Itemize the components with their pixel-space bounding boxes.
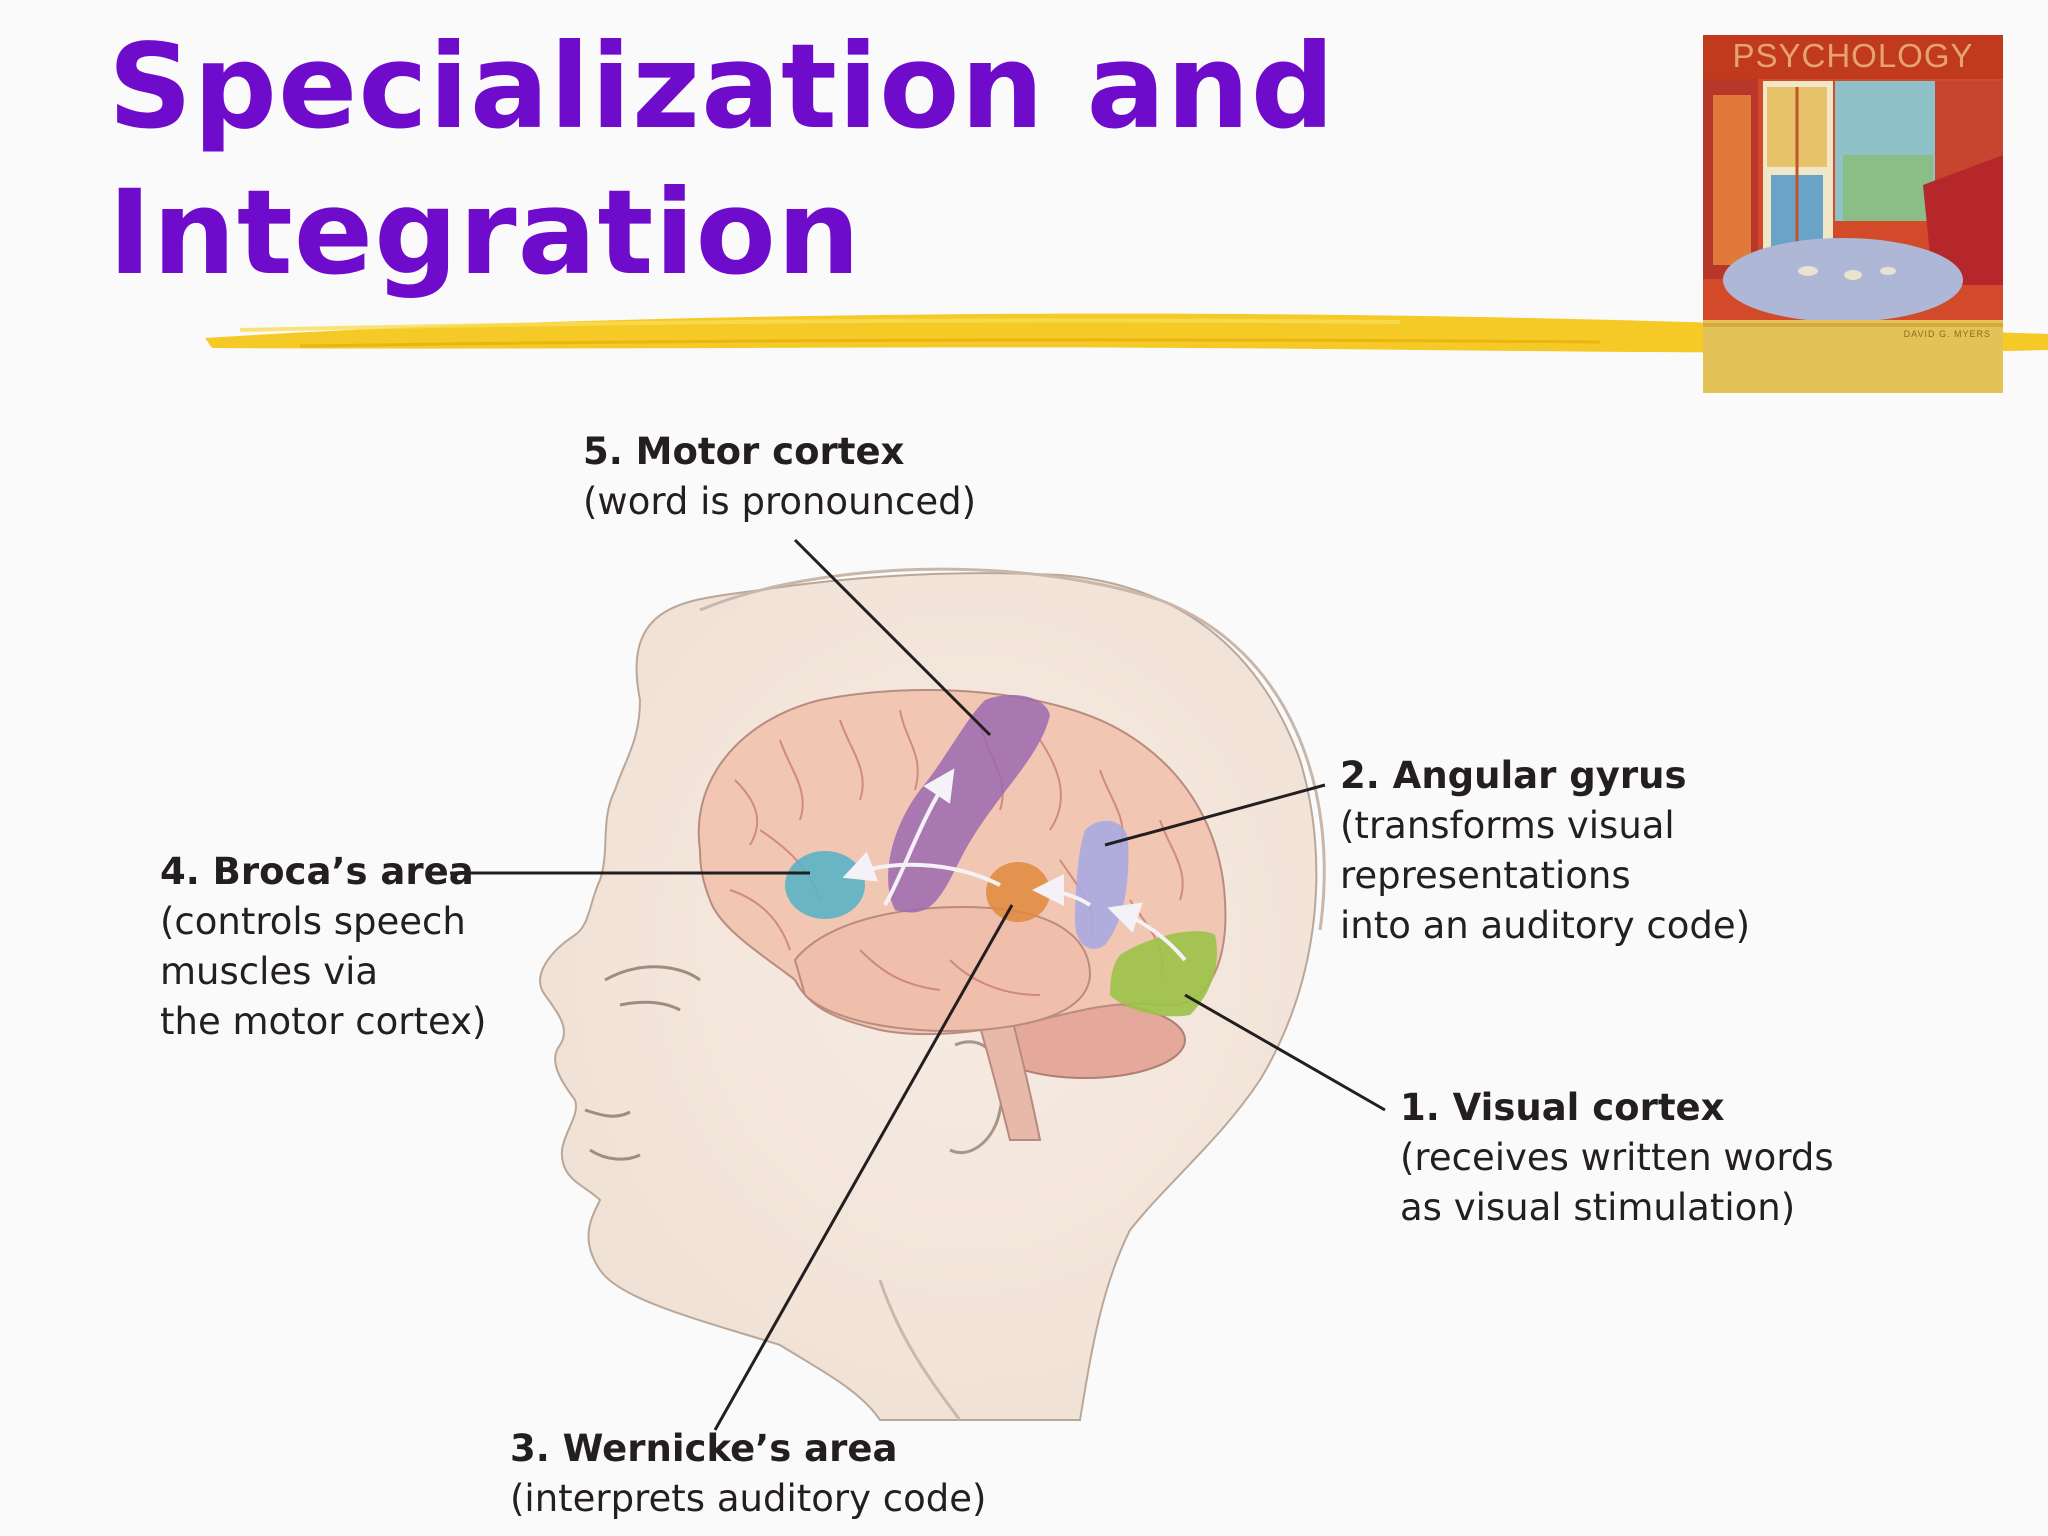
slide-title-line-1: Specialization and: [108, 18, 1336, 155]
arrow-visual-to-angular: [1107, 902, 1187, 962]
highlighter-stroke: [205, 313, 2048, 353]
label-wernicke-area-desc: (interprets auditory code): [510, 1477, 987, 1520]
label-visual-cortex-desc-2: as visual stimulation): [1400, 1186, 1796, 1229]
label-wernicke-area: 3. Wernicke’s area (interprets auditory …: [510, 1424, 986, 1524]
label-angular-gyrus-desc-1: (transforms visual: [1340, 804, 1675, 847]
brain-stem: [973, 1009, 1042, 1141]
label-visual-cortex-desc-1: (receives written words: [1400, 1136, 1834, 1179]
arrow-angular-to-wernicke: [1032, 874, 1092, 907]
leader-visual: [1184, 993, 1386, 1112]
label-broca-area-desc-3: the motor cortex): [160, 1000, 487, 1043]
label-wernicke-area-heading: 3. Wernicke’s area: [510, 1427, 898, 1470]
leader-wernicke: [713, 904, 1014, 1431]
label-motor-cortex: 5. Motor cortex (word is pronounced): [583, 427, 976, 527]
label-broca-area: 4. Broca’s area (controls speech muscles…: [160, 847, 486, 1047]
label-broca-area-desc-2: muscles via: [160, 950, 379, 993]
label-angular-gyrus-desc-2: representations: [1340, 854, 1631, 897]
label-broca-area-heading: 4. Broca’s area: [160, 850, 474, 893]
book-cover-author: DAVID G. MYERS: [1903, 329, 1991, 339]
label-angular-gyrus-desc-3: into an auditory code): [1340, 904, 1751, 947]
ear: [949, 1040, 1005, 1155]
label-motor-cortex-heading: 5. Motor cortex: [583, 430, 905, 473]
book-cover-image: PSYCHOLOGY DAVID G. MYERS: [1703, 35, 2003, 393]
face-features: [584, 965, 701, 1161]
leader-angular: [1104, 783, 1326, 847]
label-angular-gyrus-heading: 2. Angular gyrus: [1340, 754, 1687, 797]
slide-title-line-2: Integration: [108, 164, 862, 301]
label-visual-cortex-heading: 1. Visual cortex: [1400, 1086, 1725, 1129]
label-angular-gyrus: 2. Angular gyrus (transforms visual repr…: [1340, 751, 1750, 951]
label-motor-cortex-desc: (word is pronounced): [583, 480, 976, 523]
slide-title: Specialization and Integration: [108, 14, 1668, 306]
arrow-broca-to-motor: [883, 768, 955, 906]
arrow-wernicke-to-broca: [842, 851, 1001, 887]
visual-cortex-region: [1110, 931, 1218, 1017]
motor-cortex-region: [888, 695, 1050, 913]
label-visual-cortex: 1. Visual cortex (receives written words…: [1400, 1083, 1834, 1233]
leader-motor: [793, 538, 992, 737]
book-cover-title: PSYCHOLOGY: [1732, 37, 1974, 74]
broca-area-region: [785, 851, 865, 919]
label-broca-area-desc-1: (controls speech: [160, 900, 466, 943]
